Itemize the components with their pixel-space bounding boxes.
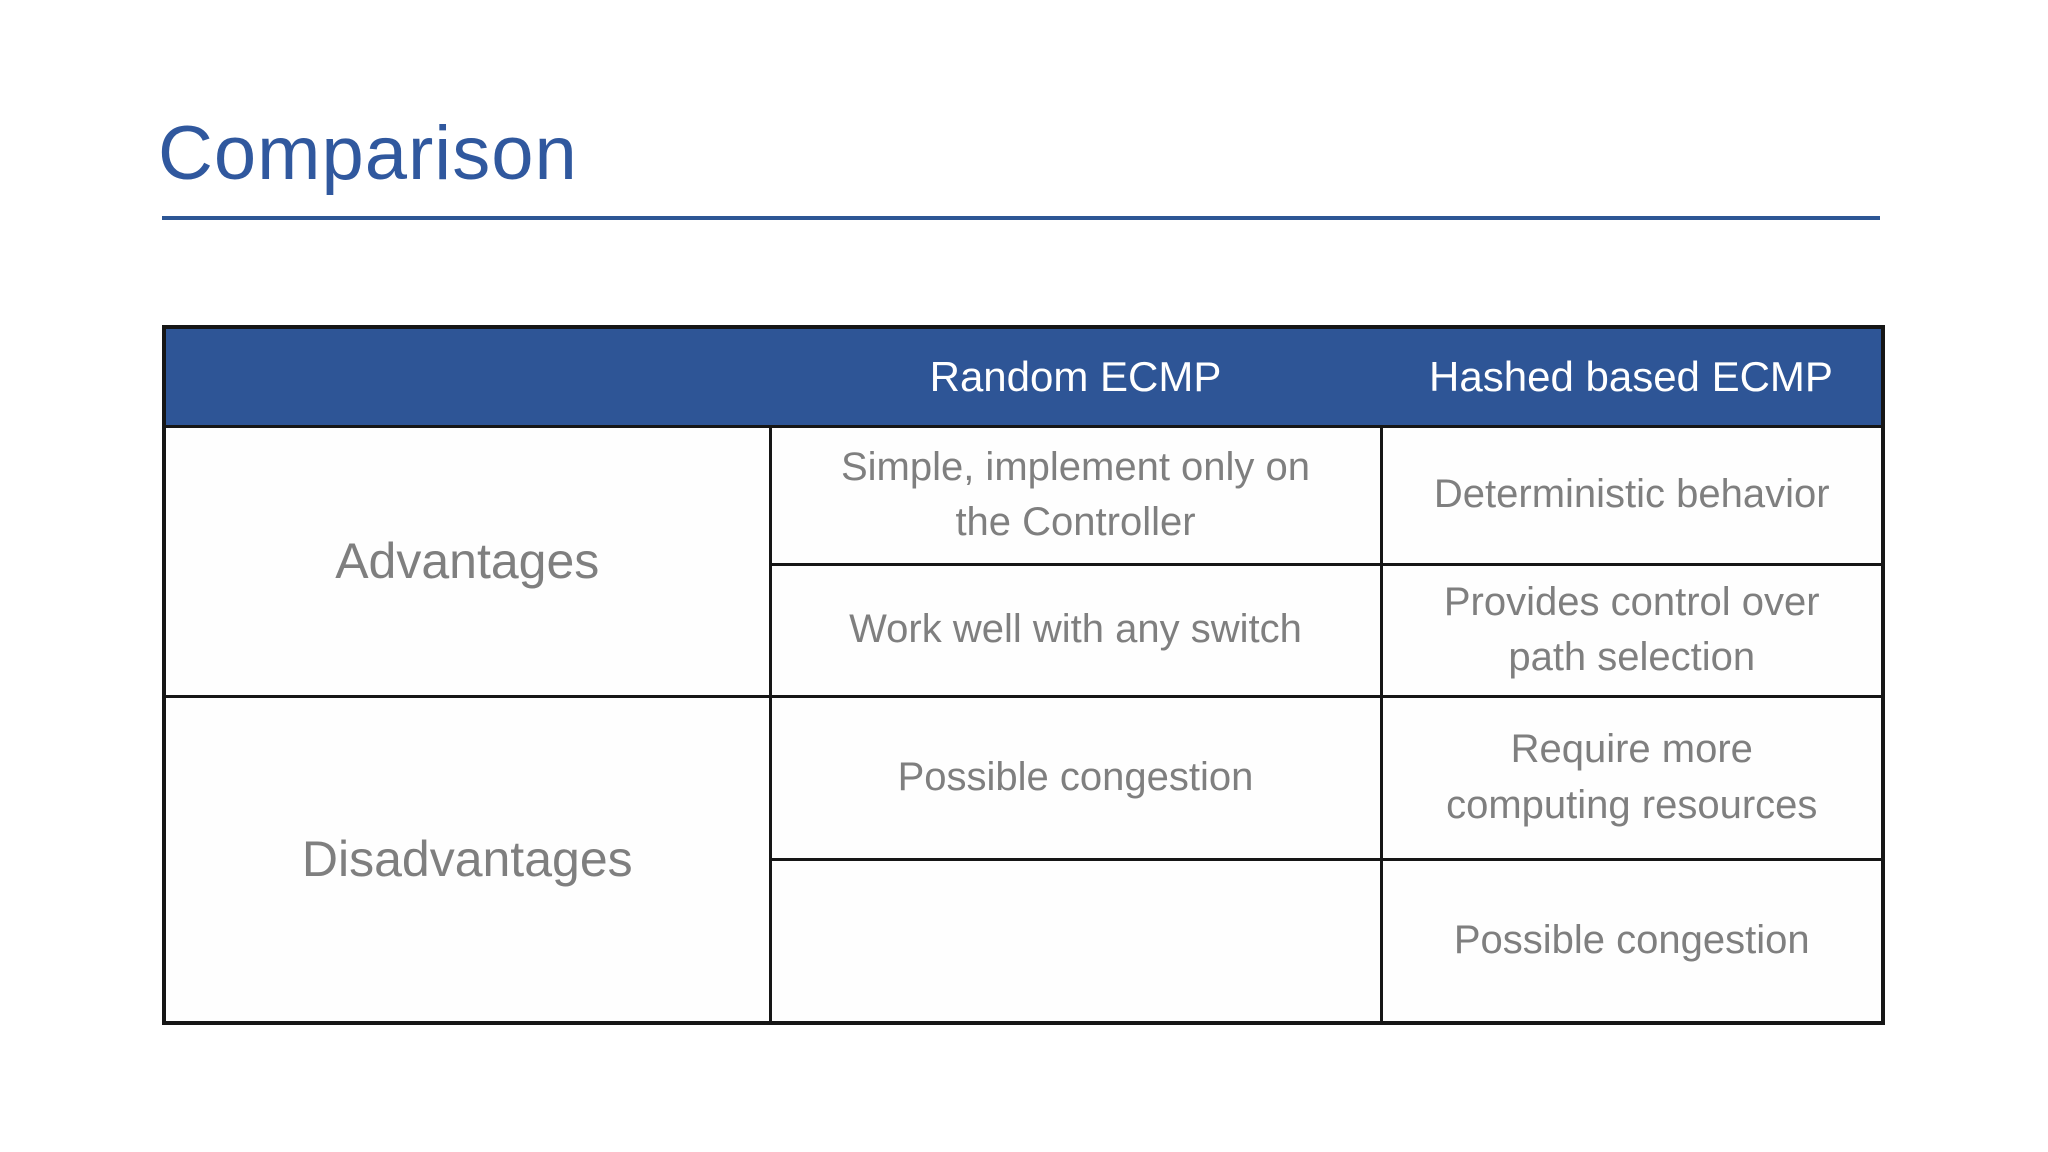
cell-disadvantages-hashed-2: Possible congestion (1379, 857, 1885, 1025)
header-cell-hashed-ecmp: Hashed based ECMP (1381, 325, 1883, 428)
cell-advantages-hashed-2: Provides control over path selection (1379, 562, 1885, 698)
header-cell-random-ecmp: Random ECMP (770, 325, 1381, 428)
table-row: Disadvantages Possible congestion Requir… (162, 694, 1885, 1025)
cell-disadvantages-random-2 (768, 857, 1383, 1025)
table-header-row: Random ECMP Hashed based ECMP (164, 325, 1883, 428)
cell-disadvantages-random-1: Possible congestion (768, 694, 1383, 861)
table-row: Work well with any switch Provides contr… (164, 562, 1885, 698)
row-header-advantages: Advantages (162, 424, 772, 698)
cell-disadvantages-hashed-1: Require more computing resources (1379, 694, 1885, 861)
cell-advantages-random-2: Work well with any switch (768, 562, 1383, 698)
header-corner-cell (164, 325, 770, 428)
title-underline-rule (162, 216, 1880, 220)
table-row: Advantages Simple, implement only on the… (162, 424, 1885, 698)
comparison-table: Random ECMP Hashed based ECMP Advantages… (162, 325, 1885, 1025)
table-row: Possible congestion (164, 857, 1885, 1025)
row-header-disadvantages: Disadvantages (162, 694, 772, 1025)
slide-title: Comparison (158, 111, 578, 196)
cell-advantages-random-1: Simple, implement only on the Controller (768, 424, 1383, 566)
cell-advantages-hashed-1: Deterministic behavior (1379, 424, 1885, 566)
